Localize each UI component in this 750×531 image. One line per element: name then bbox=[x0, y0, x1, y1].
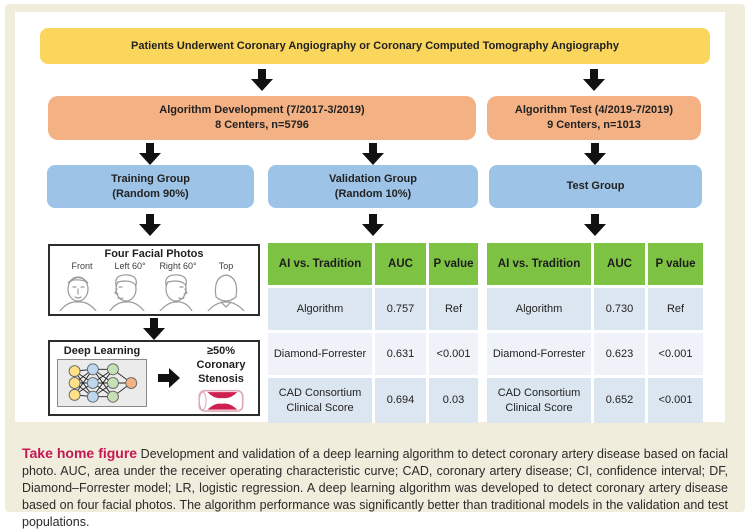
validation-results-table: AI vs. Tradition AUC P value Algorithm 0… bbox=[268, 243, 478, 423]
table-cell: Diamond-Forrester bbox=[268, 333, 372, 375]
table-cell: 0.03 bbox=[429, 378, 478, 423]
algorithm-development-box: Algorithm Development (7/2017-3/2019) 8 … bbox=[48, 96, 476, 140]
development-line2: 8 Centers, n=5796 bbox=[215, 119, 309, 131]
face-sketches-illustration bbox=[59, 274, 245, 311]
table-cell: <0.001 bbox=[648, 378, 703, 423]
down-arrow-icon bbox=[583, 69, 605, 91]
facial-photos-title: Four Facial Photos bbox=[104, 248, 204, 260]
table-cell: Ref bbox=[429, 288, 478, 330]
table-cell: 0.757 bbox=[375, 288, 426, 330]
development-line1: Algorithm Development (7/2017-3/2019) bbox=[159, 104, 365, 117]
table-cell: 0.652 bbox=[594, 378, 645, 423]
deep-learning-box: Deep Learning bbox=[48, 340, 260, 416]
patients-box-label: Patients Underwent Coronary Angiography … bbox=[131, 39, 619, 52]
label-top: Top bbox=[218, 261, 234, 271]
table-cell: CAD Consortium Clinical Score bbox=[487, 378, 591, 423]
table-cell: 0.631 bbox=[375, 333, 426, 375]
left60-face-icon bbox=[109, 274, 145, 311]
column-header: P value bbox=[648, 243, 703, 285]
neural-network-icon bbox=[68, 363, 138, 403]
table-cell: Algorithm bbox=[268, 288, 372, 330]
facial-photos-box: Four Facial Photos Front Left 60° Right … bbox=[48, 244, 260, 316]
testgroup-line1: Test Group bbox=[566, 180, 625, 193]
table-cell: 0.730 bbox=[594, 288, 645, 330]
label-right60: Right 60° bbox=[159, 261, 197, 271]
coronary-artery-icon bbox=[198, 390, 244, 413]
table-cell: <0.001 bbox=[648, 333, 703, 375]
test-line2: 9 Centers, n=1013 bbox=[547, 119, 641, 131]
down-arrow-icon bbox=[584, 143, 606, 165]
label-front: Front bbox=[71, 261, 93, 271]
stenosis-line1: ≥50% Coronary bbox=[196, 345, 246, 371]
table-cell: Algorithm bbox=[487, 288, 591, 330]
test-group-box: Test Group bbox=[489, 165, 702, 208]
column-header: AUC bbox=[594, 243, 645, 285]
caption-label: Take home figure bbox=[22, 444, 138, 461]
label-left60: Left 60° bbox=[114, 261, 146, 271]
algorithm-test-box: Algorithm Test (4/2019-7/2019) 9 Centers… bbox=[487, 96, 701, 140]
column-header: AI vs. Tradition bbox=[268, 243, 372, 285]
patients-box: Patients Underwent Coronary Angiography … bbox=[40, 28, 710, 64]
front-face-icon bbox=[59, 276, 97, 311]
table-cell: <0.001 bbox=[429, 333, 478, 375]
column-header: AUC bbox=[375, 243, 426, 285]
down-arrow-icon bbox=[139, 214, 161, 236]
down-arrow-icon bbox=[584, 214, 606, 236]
table-cell: Diamond-Forrester bbox=[487, 333, 591, 375]
top-view-icon bbox=[207, 274, 245, 311]
validation-group-box: Validation Group (Random 10%) bbox=[268, 165, 478, 208]
deep-learning-label: Deep Learning bbox=[63, 345, 141, 357]
training-group-box: Training Group (Random 90%) bbox=[47, 165, 254, 208]
stenosis-line2: Stenosis bbox=[198, 372, 244, 385]
down-arrow-icon bbox=[143, 318, 165, 340]
training-line2: (Random 90%) bbox=[112, 187, 189, 200]
column-header: AI vs. Tradition bbox=[487, 243, 591, 285]
down-arrow-icon bbox=[251, 69, 273, 91]
down-arrow-icon bbox=[362, 214, 384, 236]
facial-photo-labels: Front Left 60° Right 60° Top bbox=[50, 261, 258, 271]
neural-network-frame bbox=[57, 359, 147, 407]
right-arrow-icon bbox=[158, 368, 180, 388]
column-header: P value bbox=[429, 243, 478, 285]
test-results-table: AI vs. Tradition AUC P value Algorithm 0… bbox=[487, 243, 703, 423]
table-cell: 0.623 bbox=[594, 333, 645, 375]
test-line1: Algorithm Test (4/2019-7/2019) bbox=[514, 104, 674, 117]
down-arrow-icon bbox=[139, 143, 161, 165]
take-home-figure: Patients Underwent Coronary Angiography … bbox=[22, 28, 728, 529]
table-cell: CAD Consortium Clinical Score bbox=[268, 378, 372, 423]
table-cell: 0.694 bbox=[375, 378, 426, 423]
figure-caption: Take home figure Development and validat… bbox=[22, 444, 728, 531]
validation-line2: (Random 10%) bbox=[334, 187, 412, 200]
down-arrow-icon bbox=[362, 143, 384, 165]
right60-face-icon bbox=[159, 274, 193, 311]
training-line1: Training Group bbox=[111, 172, 190, 185]
validation-line1: Validation Group bbox=[328, 172, 417, 185]
table-cell: Ref bbox=[648, 288, 703, 330]
